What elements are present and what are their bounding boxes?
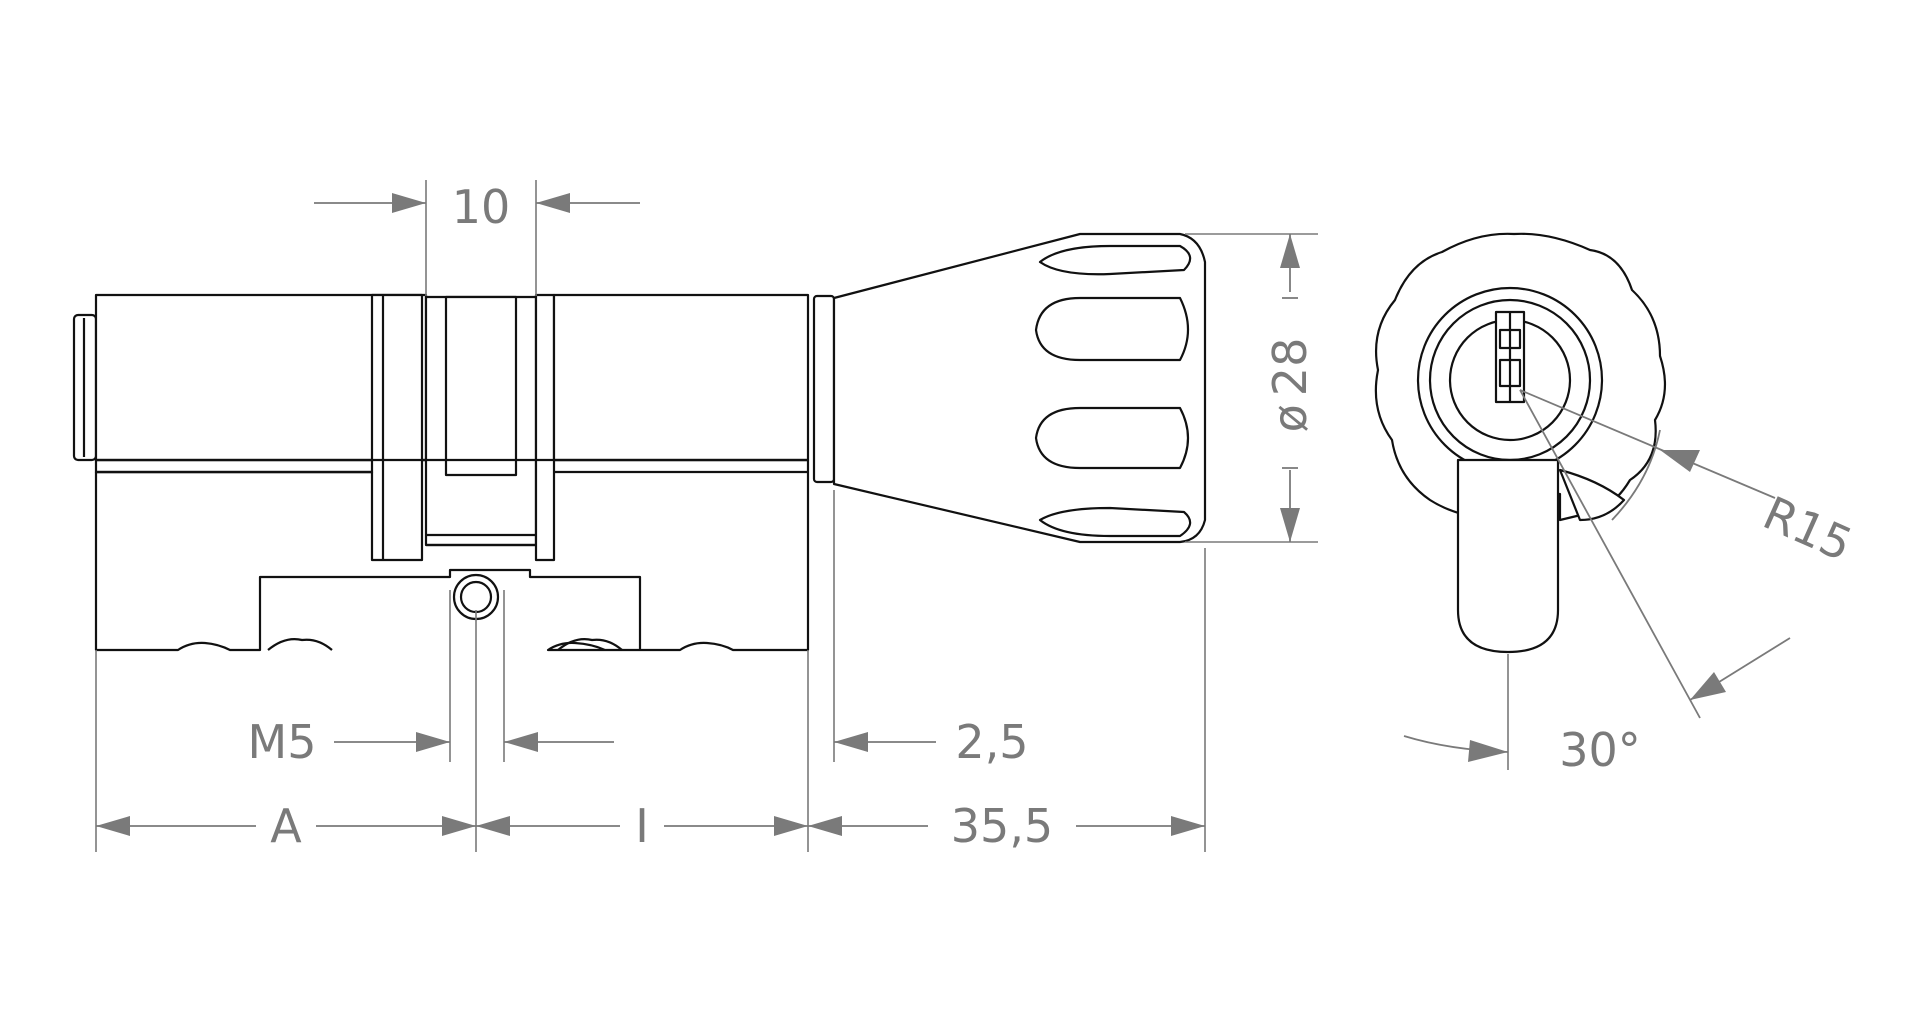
radius-label: R15 — [1756, 486, 1861, 572]
outer-length-label: A — [270, 799, 302, 853]
dimensions: 10 ø 28 R15 30° M5 2,5 — [95, 180, 1861, 853]
left-collar — [370, 293, 424, 562]
flange-gap-label: 2,5 — [955, 715, 1028, 769]
right-collar — [534, 293, 556, 562]
grip-groove — [1034, 406, 1190, 470]
grip-groove — [1038, 506, 1192, 538]
knob-length-label: 35,5 — [951, 799, 1053, 853]
inner-length-label: I — [635, 799, 649, 853]
knob-flange — [812, 294, 836, 484]
knob-diameter-value: 28 — [1263, 338, 1317, 397]
knob-cone — [832, 232, 1207, 544]
grip-groove — [1038, 244, 1192, 276]
cylinder-side-view — [72, 293, 810, 652]
angle-label: 30° — [1559, 723, 1641, 777]
cam-width-label: 10 — [452, 180, 511, 234]
knob-side-view — [812, 232, 1207, 544]
cam-block — [444, 295, 518, 477]
knob-diameter-label: ø 28 — [1263, 338, 1317, 433]
grip-groove — [1034, 296, 1190, 362]
diameter-symbol: ø — [1263, 404, 1317, 432]
cylinder-front-view — [1374, 232, 1667, 654]
cylinder-bit — [1456, 458, 1560, 654]
right-plug-body — [552, 293, 810, 462]
screw-thread-label: M5 — [248, 715, 317, 769]
